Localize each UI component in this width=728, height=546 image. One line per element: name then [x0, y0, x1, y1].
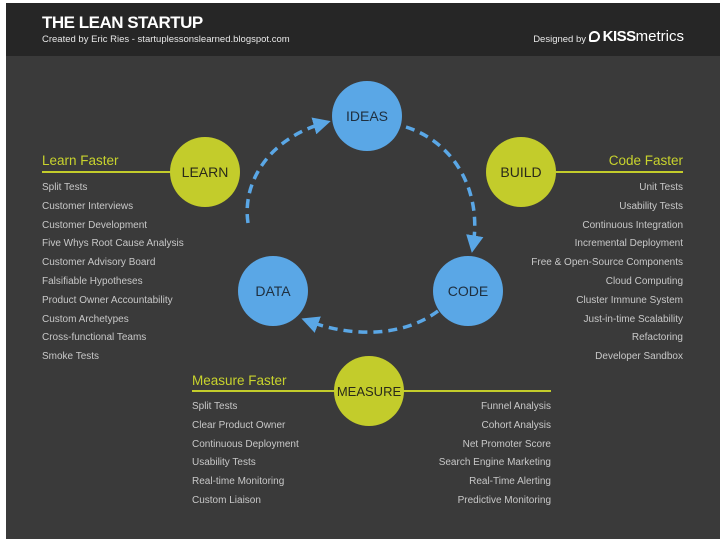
list-item: Developer Sandbox	[595, 351, 683, 363]
list-item: Cluster Immune System	[576, 294, 683, 306]
list-item: Customer Development	[42, 219, 148, 231]
list-item: Product Owner Accountability	[42, 294, 173, 306]
measure-faster-left-list: Split Tests Clear Product Owner Continuo…	[192, 398, 299, 511]
data-node	[238, 256, 308, 326]
build-node	[486, 137, 556, 207]
measure-node	[334, 356, 404, 426]
list-item: Split Tests	[42, 182, 88, 193]
list-item: Predictive Monitoring	[457, 494, 551, 506]
arrow-ideas-to-code	[405, 125, 484, 253]
measure-faster-right-list: Funnel Analysis Cohort Analysis Net Prom…	[439, 398, 551, 511]
list-item: Incremental Deployment	[574, 238, 683, 250]
list-item: Usability Tests	[619, 200, 683, 212]
lean-cycle-diagram: IDEAS CODE DATA LEARN BUILD MEASURE	[42, 81, 683, 426]
list-item: Net Promoter Score	[462, 438, 551, 450]
list-item: Smoke Tests	[42, 351, 100, 363]
list-item: Customer Advisory Board	[42, 257, 156, 269]
list-item: Continuous Deployment	[192, 438, 299, 450]
learn-faster-title: Learn Faster	[42, 153, 119, 168]
code-node	[433, 256, 503, 326]
logo-text-light: metrics	[635, 28, 684, 45]
list-item: Usability Tests	[192, 457, 256, 469]
list-item: Continuous Integration	[582, 219, 683, 231]
list-item: Real-Time Alerting	[469, 476, 551, 488]
logo-text-bold: KISS	[602, 28, 637, 45]
list-item: Custom Liaison	[192, 494, 261, 506]
credit-line: Created by Eric Ries - startuplessonslea…	[42, 34, 290, 45]
code-faster-title: Code Faster	[608, 153, 683, 168]
list-item: Clear Product Owner	[192, 419, 286, 431]
ideas-node	[332, 81, 402, 151]
arrow-code-to-data	[301, 309, 440, 334]
list-item: Falsifiable Hypotheses	[42, 275, 143, 287]
designed-by-label: Designed by	[533, 34, 586, 45]
list-item: Cohort Analysis	[481, 419, 551, 431]
measure-label: MEASURE	[337, 384, 402, 399]
list-item: Customer Interviews	[42, 200, 134, 212]
code-label: CODE	[448, 283, 488, 299]
learn-faster-list: Split Tests Customer Interviews Customer…	[42, 179, 184, 367]
list-item: Cloud Computing	[605, 275, 683, 287]
page-title: THE LEAN STARTUP	[42, 13, 203, 32]
header-bar	[6, 3, 720, 56]
learn-label: LEARN	[182, 164, 229, 180]
list-item: Search Engine Marketing	[438, 457, 551, 469]
learn-node	[170, 137, 240, 207]
measure-faster-title: Measure Faster	[192, 373, 287, 388]
kissmetrics-logo-icon	[588, 31, 600, 42]
build-label: BUILD	[500, 164, 541, 180]
list-item: Refactoring	[631, 332, 683, 344]
code-faster-list: Unit Tests Usability Tests Continuous In…	[531, 179, 683, 367]
list-item: Split Tests	[192, 401, 238, 412]
list-item: Real-time Monitoring	[192, 476, 285, 488]
list-item: Unit Tests	[639, 182, 683, 193]
list-item: Funnel Analysis	[480, 401, 551, 412]
data-label: DATA	[255, 283, 291, 299]
list-item: Cross-functional Teams	[42, 332, 147, 344]
list-item: Free & Open-Source Components	[531, 257, 683, 269]
list-item: Five Whys Root Cause Analysis	[42, 238, 184, 250]
infographic-frame: THE LEAN STARTUP Created by Eric Ries - …	[6, 3, 720, 539]
ideas-label: IDEAS	[346, 108, 388, 124]
list-item: Custom Archetypes	[42, 313, 129, 325]
arrow-data-to-ideas	[245, 117, 331, 224]
list-item: Just-in-time Scalability	[583, 313, 683, 325]
